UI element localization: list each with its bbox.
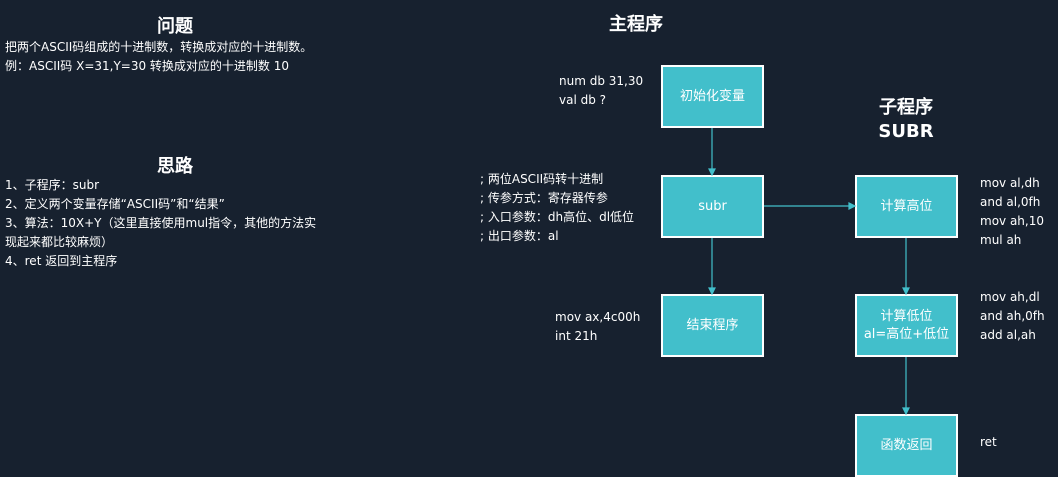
comment-line: ; 两位ASCII码转十进制 bbox=[480, 172, 604, 186]
comment-line: ; 传参方式：寄存器传参 bbox=[480, 191, 608, 205]
high-code: mov al,dh and al,0fh mov ah,10 mul ah bbox=[980, 174, 1044, 250]
arrowhead bbox=[708, 287, 716, 296]
code-line: mov al,dh bbox=[980, 176, 1040, 190]
sub-heading-line-2: SUBR bbox=[878, 121, 934, 142]
exit-code: mov ax,4c00h int 21h bbox=[555, 308, 640, 346]
code-line: num db 31,30 bbox=[559, 74, 644, 88]
return-box: 函数返回 bbox=[855, 414, 958, 477]
box-label: 计算低位 bbox=[880, 308, 933, 324]
box-label: 函数返回 bbox=[880, 437, 933, 453]
idea-item: 3、算法：10X+Y（这里直接使用mul指令，其他的方法实 bbox=[5, 216, 317, 230]
compute-low-box: 计算低位 al=高位+低位 bbox=[855, 294, 958, 357]
code-line: and ah,0fh bbox=[980, 309, 1045, 323]
subr-comments: ; 两位ASCII码转十进制 ; 传参方式：寄存器传参 ; 入口参数：dh高位、… bbox=[480, 170, 634, 246]
code-line: val db ? bbox=[559, 93, 607, 107]
box-label: 结束程序 bbox=[686, 317, 739, 333]
code-line: mov ax,4c00h bbox=[555, 310, 641, 324]
arrowhead bbox=[902, 407, 910, 416]
box-label: al=高位+低位 bbox=[863, 326, 950, 342]
comment-line: ; 入口参数：dh高位、dl低位 bbox=[480, 210, 635, 224]
code-line: add al,ah bbox=[980, 328, 1036, 342]
sub-heading-line-1: 子程序 bbox=[879, 97, 933, 118]
idea-item: 4、ret 返回到主程序 bbox=[5, 254, 118, 268]
code-line: mul ah bbox=[980, 233, 1022, 247]
idea-item: 现起来都比较麻烦） bbox=[5, 235, 114, 249]
comment-line: ; 出口参数：al bbox=[480, 229, 559, 243]
main-vars: num db 31,30 val db ? bbox=[559, 72, 643, 110]
code-line: and al,0fh bbox=[980, 195, 1041, 209]
arrowhead bbox=[902, 287, 910, 296]
main-heading: 主程序 bbox=[609, 14, 663, 35]
sub-heading: 子程序 SUBR bbox=[846, 96, 966, 144]
init-variables-box: 初始化变量 bbox=[661, 65, 764, 128]
arrowhead bbox=[848, 202, 857, 210]
idea-item: 1、子程序：subr bbox=[5, 178, 100, 192]
box-label: 计算高位 bbox=[880, 198, 933, 214]
subr-box: subr bbox=[661, 175, 764, 238]
problem-heading: 问题 bbox=[157, 16, 193, 37]
code-line: int 21h bbox=[555, 329, 598, 343]
problem-line-2: 例：ASCII码 X=31,Y=30 转换成对应的十进制数 10 bbox=[5, 59, 290, 73]
end-program-box: 结束程序 bbox=[661, 294, 764, 357]
box-label: 初始化变量 bbox=[679, 88, 745, 104]
compute-high-box: 计算高位 bbox=[855, 175, 958, 238]
idea-list: 1、子程序：subr 2、定义两个变量存储“ASCII码”和“结果” 3、算法：… bbox=[5, 176, 316, 271]
box-label: subr bbox=[698, 198, 727, 214]
idea-item: 2、定义两个变量存储“ASCII码”和“结果” bbox=[5, 197, 225, 211]
code-line: mov ah,10 bbox=[980, 214, 1044, 228]
arrowhead bbox=[708, 168, 716, 177]
low-code: mov ah,dl and ah,0fh add al,ah bbox=[980, 288, 1045, 345]
ret-code: ret bbox=[980, 435, 997, 449]
problem-line-1: 把两个ASCII码组成的十进制数，转换成对应的十进制数。 bbox=[5, 40, 313, 54]
idea-heading: 思路 bbox=[157, 156, 193, 177]
code-line: mov ah,dl bbox=[980, 290, 1040, 304]
